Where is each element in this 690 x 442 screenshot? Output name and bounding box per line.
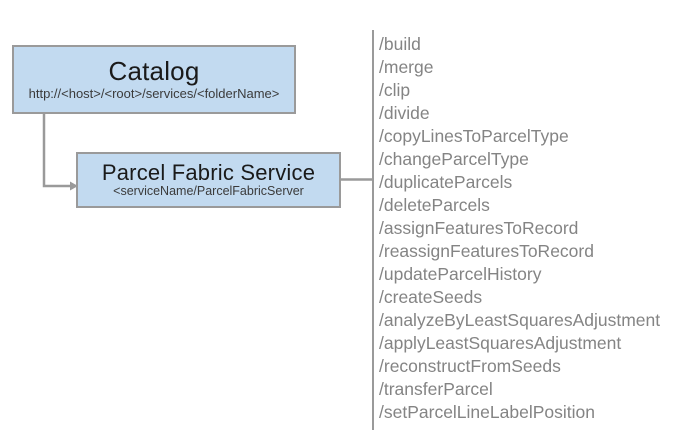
operation-item[interactable]: /assignFeaturesToRecord	[379, 218, 579, 238]
operation-item[interactable]: /changeParcelType	[379, 149, 529, 169]
operation-item[interactable]: /copyLinesToParcelType	[379, 126, 569, 146]
operation-item[interactable]: /reassignFeaturesToRecord	[379, 241, 594, 261]
operation-item[interactable]: /reconstructFromSeeds	[379, 356, 561, 376]
operation-item[interactable]: /build	[379, 34, 421, 54]
operation-item[interactable]: /merge	[379, 57, 434, 77]
node-catalog-title: Catalog	[108, 55, 200, 86]
operation-item[interactable]: /analyzeByLeastSquaresAdjustment	[379, 310, 661, 330]
operation-item[interactable]: /applyLeastSquaresAdjustment	[379, 333, 622, 353]
operation-item[interactable]: /duplicateParcels	[379, 172, 513, 192]
node-parcel-fabric-service[interactable]: Parcel Fabric Service <serviceName/Parce…	[76, 152, 341, 208]
operation-item[interactable]: /transferParcel	[379, 379, 493, 399]
operation-item[interactable]: /divide	[379, 103, 430, 123]
operation-item[interactable]: /deleteParcels	[379, 195, 490, 215]
operation-item[interactable]: /updateParcelHistory	[379, 264, 542, 284]
node-parcel-fabric-service-title: Parcel Fabric Service	[101, 160, 316, 186]
operation-item[interactable]: /clip	[379, 80, 411, 100]
node-catalog-subtitle: http://<host>/<root>/services/<folderNam…	[28, 86, 280, 101]
node-catalog[interactable]: Catalog http://<host>/<root>/services/<f…	[12, 45, 296, 114]
operation-item[interactable]: /createSeeds	[379, 287, 483, 307]
operations-list: /build/merge/clip/divide/copyLinesToParc…	[379, 33, 679, 424]
node-parcel-fabric-service-subtitle: <serviceName/ParcelFabricServer	[113, 184, 304, 199]
operation-item[interactable]: /setParcelLineLabelPosition	[379, 402, 595, 422]
connector-catalog-to-service-line	[42, 113, 70, 188]
operations-divider	[372, 30, 374, 430]
